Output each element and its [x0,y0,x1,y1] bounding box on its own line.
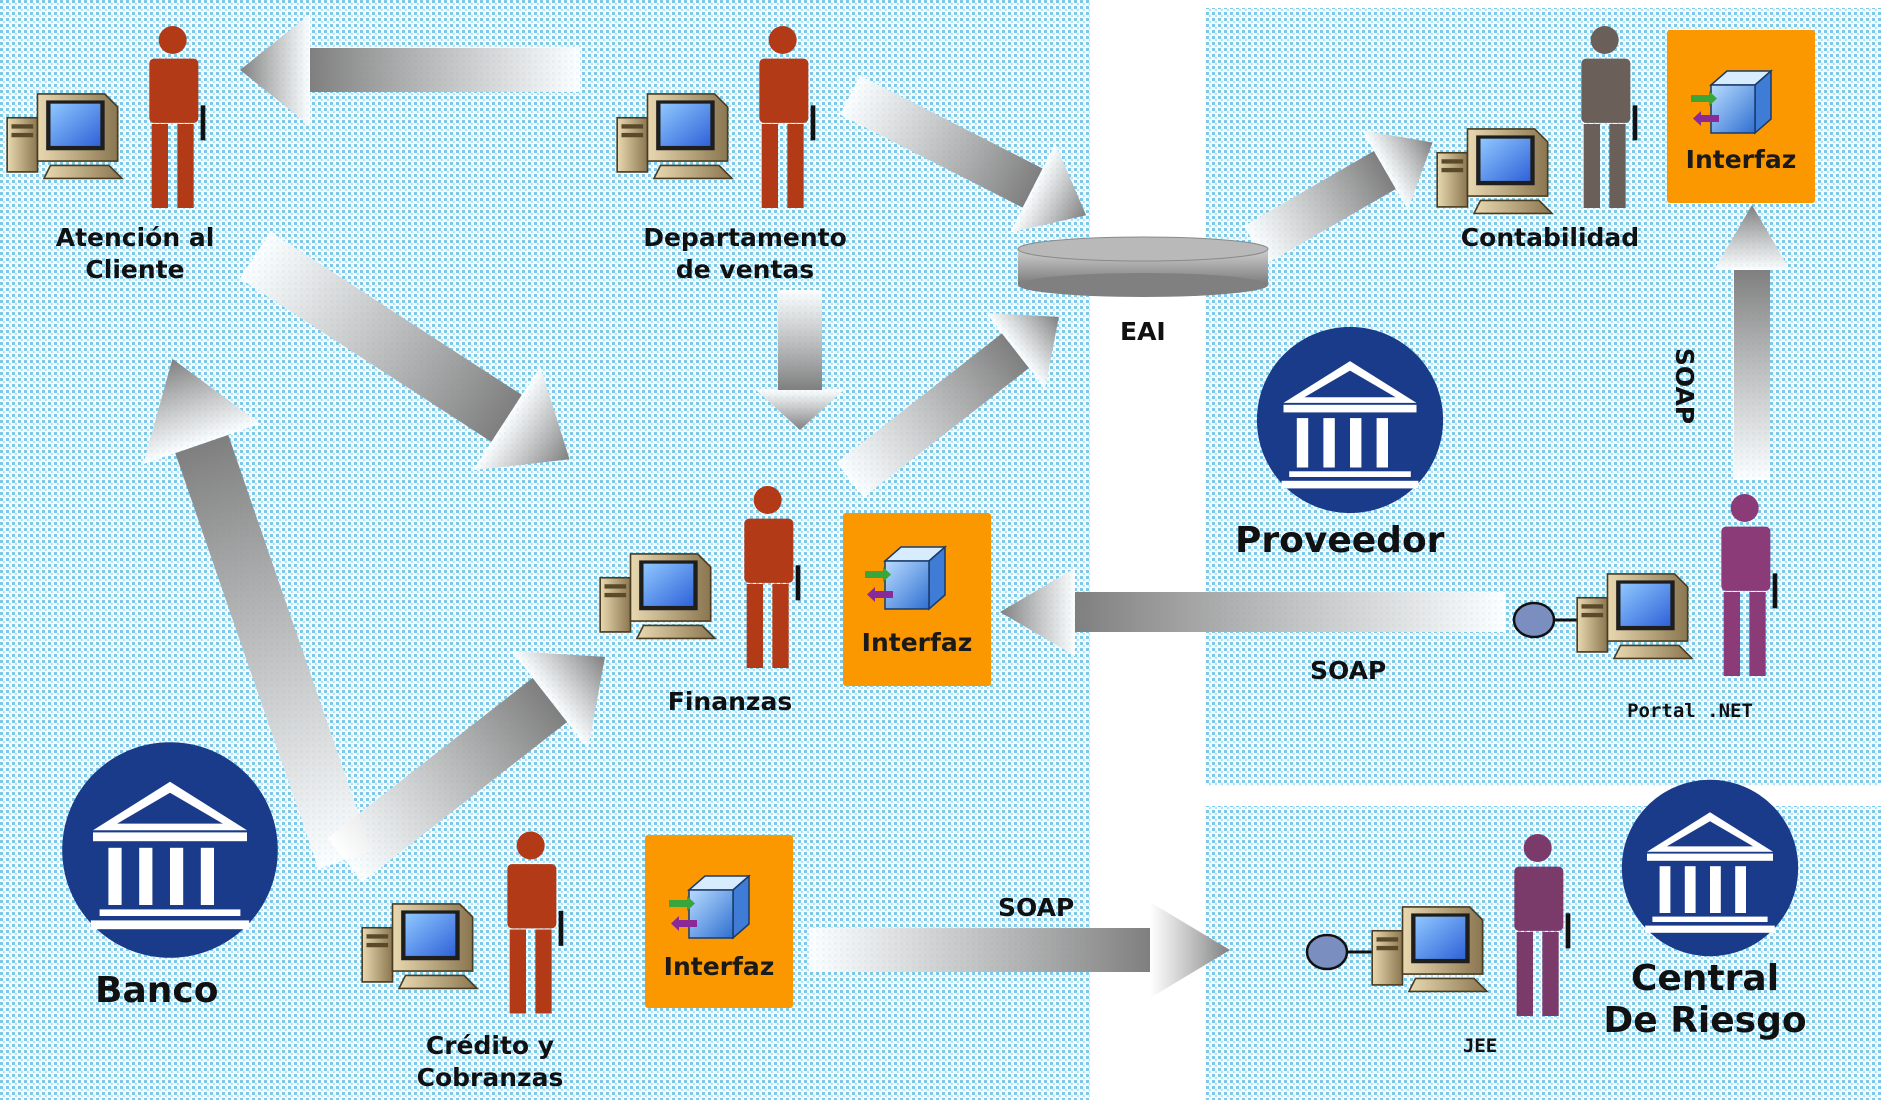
web-service-endpoint-icon [1305,933,1375,971]
interface-cube-icon [665,870,755,950]
node-label-line2: Cobranzas [416,1063,564,1092]
interface-box-finanzas: Interfaz [843,513,991,686]
computer-icon [598,545,728,643]
interface-label: Interfaz [663,952,775,981]
computer-icon [1435,120,1565,218]
arrow-eai-to-contabilidad [1244,130,1433,265]
interface-cube-icon [1687,65,1777,145]
proveedor-emblem-icon [1255,325,1445,515]
node-label: JEE [1462,1035,1498,1057]
person-icon [1572,22,1642,212]
region-label-central-de-riesgo: Central De Riesgo [1603,958,1807,1041]
arrow-finanzas-to-eai [836,312,1059,498]
person-icon [750,22,820,212]
interface-cube-icon [861,541,951,621]
computer-icon [1370,898,1500,996]
interface-label: Interfaz [861,628,973,657]
bank-emblem-icon [60,740,280,960]
arrow-credito-to-finanzas [327,651,606,883]
node-label: Finanzas [667,687,793,716]
eai-label: EAI [1120,317,1166,346]
web-service-endpoint-icon [1512,601,1582,639]
arrow-credito-to-jee [810,902,1230,998]
central-riesgo-emblem-icon [1620,778,1800,958]
arrow-ventas-to-finanzas [756,290,844,430]
node-label-line2: Cliente [85,255,185,284]
region-label-banco: Banco [95,970,219,1011]
node-label-line1: Atención al [55,223,215,252]
arrow-portal-to-finanzas [1000,568,1505,656]
node-label: Portal .NET [1627,700,1753,722]
arrow-portal-to-contabilidad [1714,205,1790,480]
interface-label: Interfaz [1685,145,1797,174]
person-icon [140,22,210,212]
computer-icon [360,895,490,993]
arrow-ventas-to-atencion [240,14,580,126]
arrow-ventas-to-eai [840,75,1087,233]
connection-label-soap-portal-contabilidad: SOAP [1670,347,1700,425]
eai-bus [1017,236,1269,297]
computer-icon [615,85,745,183]
node-label-line1: Crédito y [425,1031,555,1060]
connection-label-soap-portal-finanzas: SOAP [1310,656,1387,685]
node-label-line1: Departamento [643,223,847,252]
interface-box-contabilidad: Interfaz [1667,30,1815,203]
interface-box-credito: Interfaz [645,835,793,1008]
person-icon [735,482,805,672]
node-label: Contabilidad [1460,223,1640,252]
node-label-line2: de ventas [675,255,815,284]
person-icon [1712,490,1782,680]
connection-label-soap-credito-jee: SOAP [998,893,1075,922]
person-icon [498,825,568,1020]
arrow-atencion-to-finanzas [239,231,570,471]
arrow-credito-to-atencion [143,358,372,870]
computer-icon [5,85,135,183]
region-label-proveedor: Proveedor [1235,520,1445,561]
computer-icon [1575,565,1705,663]
person-icon [1505,825,1575,1025]
